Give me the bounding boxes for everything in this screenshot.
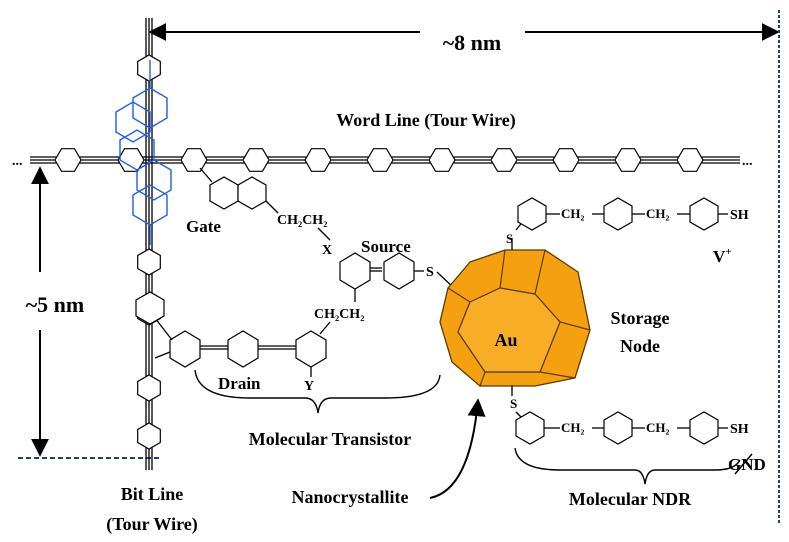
upper-s: S (506, 231, 513, 246)
ch2-lower-1: CH₂ (561, 420, 585, 435)
sh-upper: SH (730, 208, 749, 223)
bit-line-label-2: (Tour Wire) (106, 514, 198, 535)
molecular-transistor: Gate CH₂CH₂ X Source S CH₂CH₂ Y Drain (135, 167, 457, 449)
lower-thiol-chain: S CH₂ CH₂ SH GND Molecular NDR (510, 386, 766, 509)
bit-line-ring (137, 374, 161, 402)
bit-line-ring (137, 54, 161, 82)
storage-label: Storage (611, 308, 670, 328)
y-atom: Y (304, 379, 314, 394)
bit-line-label-1: Bit Line (121, 484, 184, 504)
molecular-ndr-label: Molecular NDR (569, 489, 692, 509)
word-line-ring (676, 148, 704, 172)
drain-label: Drain (218, 374, 261, 393)
word-line-ring (552, 148, 580, 172)
lower-s: S (510, 396, 517, 411)
word-line-ring (614, 148, 642, 172)
bit-line-ring (137, 248, 161, 276)
blue-crossing-unit (115, 60, 172, 245)
source-label: Source (361, 237, 411, 256)
word-line-ring (54, 148, 82, 172)
mid-ch2ch2: CH₂CH₂ (314, 307, 364, 322)
word-line-label: Word Line (Tour Wire) (336, 110, 516, 131)
nanocrystallite-pointer: Nanocrystallite (292, 398, 486, 507)
height-dimension: ~5 nm (18, 166, 160, 459)
v-plus-label: V+ (713, 246, 732, 266)
ch2-upper-2: CH₂ (646, 206, 670, 221)
word-line-ring (180, 148, 208, 172)
width-dimension: ~8 nm (148, 10, 780, 525)
au-nanocrystallite: Au (439, 249, 591, 387)
source-s: S (426, 265, 434, 280)
ellipsis-left: ... (12, 154, 23, 169)
height-dimension-label: ~5 nm (26, 292, 85, 317)
word-line-ring (242, 148, 270, 172)
word-line-ring (428, 148, 456, 172)
gate-label: Gate (186, 217, 221, 236)
width-dimension-label: ~8 nm (443, 30, 502, 55)
gnd-label: GND (728, 455, 766, 474)
sh-lower: SH (730, 422, 749, 437)
molecular-transistor-label: Molecular Transistor (249, 429, 411, 449)
word-line-wire: ... ... Word Line (Tour Wire) (12, 110, 753, 172)
ellipsis-right: ... (742, 154, 753, 169)
bit-line-wire: Bit Line (Tour Wire) (106, 18, 198, 535)
gate-ch2ch2: CH₂CH₂ (277, 213, 327, 228)
word-line-ring (366, 148, 394, 172)
x-atom: X (322, 243, 332, 258)
bit-line-ring (137, 422, 161, 450)
nanocrystallite-label: Nanocrystallite (292, 487, 409, 507)
word-line-ring (490, 148, 518, 172)
word-line-ring (304, 148, 332, 172)
au-label: Au (494, 330, 517, 350)
ch2-upper-1: CH₂ (561, 206, 585, 221)
node-label: Node (620, 336, 660, 356)
ch2-lower-2: CH₂ (646, 420, 670, 435)
upper-thiol-chain: S CH₂ CH₂ SH V+ (506, 197, 749, 266)
